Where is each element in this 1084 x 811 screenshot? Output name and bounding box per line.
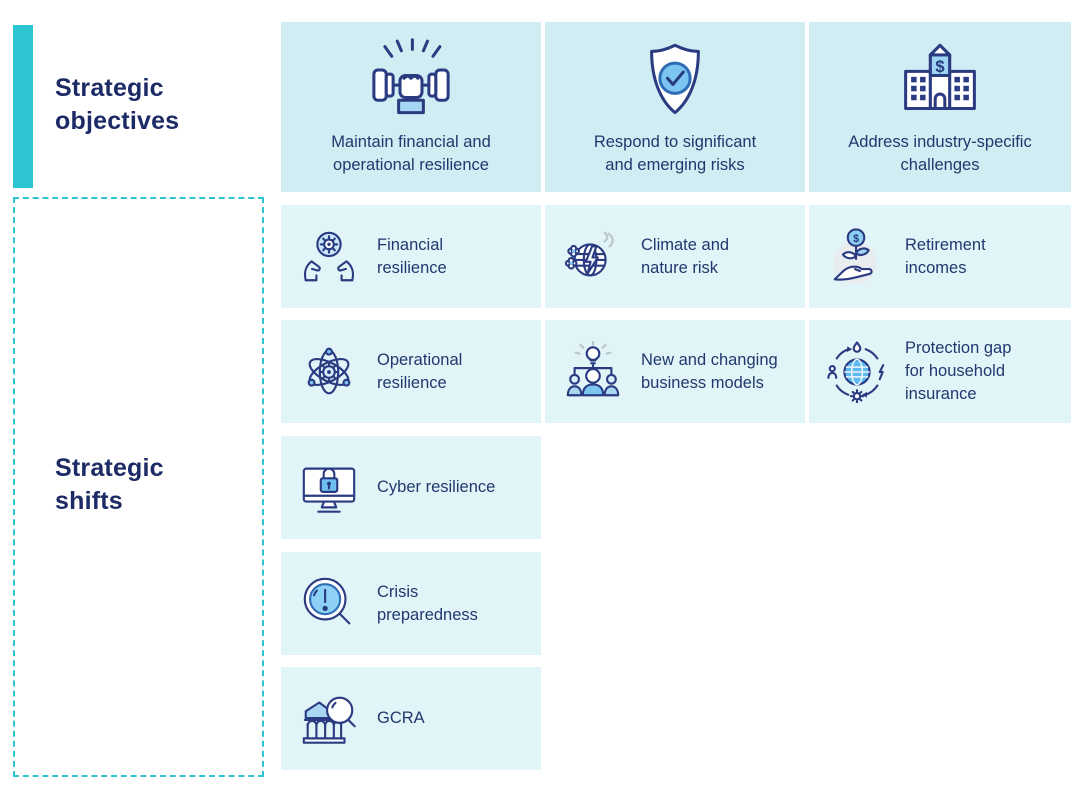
bank-building-icon: $	[904, 43, 976, 110]
shift-label: GCRA	[377, 709, 425, 728]
shift-cell-business-models: New and changing business models	[545, 320, 805, 423]
team-idea-icon	[566, 340, 620, 396]
shift-label: Retirement incomes	[905, 235, 986, 277]
objective-cell-industry: $ Address industry-specific challenges	[809, 22, 1071, 192]
svg-text:$: $	[853, 232, 859, 244]
objectives-accent-bar	[13, 25, 33, 188]
svg-text:$: $	[935, 58, 944, 76]
shift-cell-climate-nature-risk: Climate and nature risk	[545, 205, 805, 308]
objective-label: Respond to significant and emerging risk…	[593, 132, 757, 174]
shift-cell-financial-resilience: Financial resilience	[281, 205, 541, 308]
shift-cell-cyber-resilience: Cyber resilience	[281, 436, 541, 539]
globe-cycle-icon	[827, 340, 885, 403]
shift-label: Cyber resilience	[377, 478, 496, 497]
shift-cell-retirement-incomes: $ Retirement incomes	[809, 205, 1071, 308]
bank-magnifier-icon	[302, 696, 356, 744]
shift-cell-operational-resilience: Operational resilience	[281, 320, 541, 423]
shift-label: New and changing business models	[641, 350, 778, 392]
shifts-dashed-outline	[13, 197, 264, 777]
shift-label: Protection gap for household insurance	[905, 339, 1012, 403]
shift-label: Financial resilience	[377, 235, 447, 277]
shield-check-icon	[650, 43, 700, 114]
objective-label: Address industry-specific challenges	[848, 132, 1032, 174]
globe-climate-icon	[564, 231, 614, 276]
objective-label: Maintain financial and operational resil…	[331, 132, 491, 174]
shift-cell-gcra: GCRA	[281, 667, 541, 770]
objective-cell-risks: Respond to significant and emerging risk…	[545, 22, 805, 192]
shift-label: Climate and nature risk	[641, 235, 730, 277]
shift-cell-protection-gap: Protection gap for household insurance	[809, 320, 1071, 423]
shift-cell-crisis-preparedness: Crisis preparedness	[281, 552, 541, 655]
monitor-lock-icon	[302, 467, 356, 513]
shift-label: Operational resilience	[377, 350, 463, 392]
dumbbell-icon	[372, 37, 450, 114]
magnifier-alert-icon	[303, 577, 351, 624]
shifts-section-title: Strategic shifts	[55, 454, 164, 515]
hand-plant-coin-icon: $	[833, 227, 877, 284]
objectives-section-title: Strategic objectives	[55, 74, 180, 135]
shift-label: Crisis preparedness	[377, 582, 478, 624]
hands-gear-icon	[303, 231, 355, 281]
objective-cell-resilience: Maintain financial and operational resil…	[281, 22, 541, 192]
atom-gear-icon	[307, 347, 351, 394]
